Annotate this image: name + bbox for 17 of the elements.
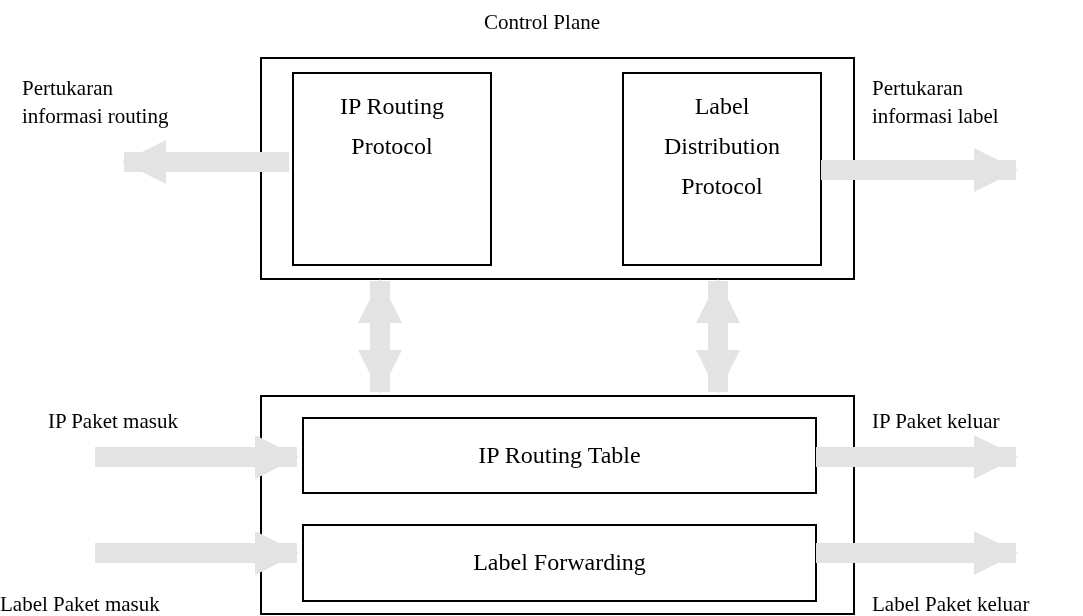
process-box	[622, 72, 822, 266]
block-arrow	[816, 531, 1018, 575]
block-arrow	[122, 140, 289, 184]
block-arrow	[696, 279, 740, 394]
block-arrow	[816, 435, 1018, 479]
block-arrow	[95, 435, 299, 479]
box-label: Label Distribution Protocol	[663, 92, 781, 201]
box-label: Label Forwarding	[472, 548, 647, 577]
group-box	[260, 395, 855, 615]
box-label: IP Routing Table	[477, 441, 642, 470]
block-arrow	[358, 279, 402, 394]
block-arrow	[95, 531, 299, 575]
box-label: IP Routing Protocol	[339, 92, 445, 161]
process-box	[302, 524, 817, 602]
process-box	[292, 72, 492, 266]
block-arrow	[821, 148, 1018, 192]
process-box	[302, 417, 817, 494]
